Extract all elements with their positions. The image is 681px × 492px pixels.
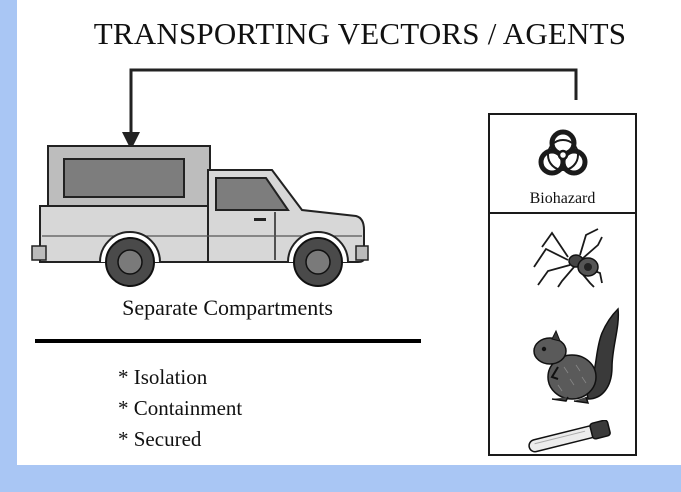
pickup-truck-icon bbox=[31, 145, 369, 287]
feature-item-containment: * Containment bbox=[118, 396, 243, 420]
biohazard-icon bbox=[538, 129, 588, 176]
compartments-label: Separate Compartments bbox=[122, 295, 333, 320]
diagram-title: TRANSPORTING VECTORS / AGENTS bbox=[93, 16, 627, 51]
divider-line bbox=[35, 339, 421, 343]
features-list: * Isolation * Containment * Secured bbox=[118, 362, 242, 455]
feature-item-secured: * Secured bbox=[118, 427, 202, 451]
biohazard-label: Biohazard bbox=[529, 190, 596, 207]
agents-box: Biohazard bbox=[488, 113, 637, 456]
bottom-border-strip bbox=[0, 465, 681, 492]
squirrel-icon bbox=[533, 307, 620, 404]
test-tube-icon bbox=[528, 420, 611, 453]
spider-icon bbox=[533, 228, 603, 288]
agents-box-divider bbox=[490, 212, 635, 214]
feature-item-isolation: * Isolation bbox=[118, 365, 208, 389]
left-border-strip bbox=[0, 0, 17, 492]
